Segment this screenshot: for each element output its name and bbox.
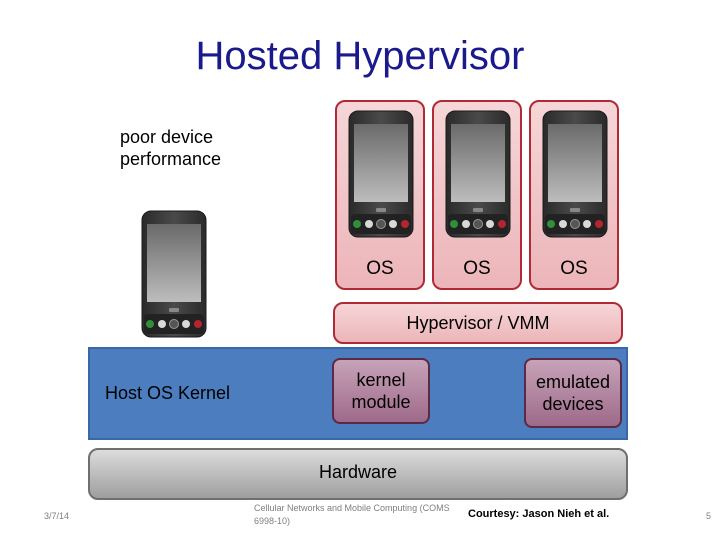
kernel-module-line-2: module xyxy=(351,392,411,412)
guest-vm-1: OS xyxy=(335,100,425,290)
emulated-devices-box: emulated devices xyxy=(524,358,622,428)
hardware-box xyxy=(88,448,628,500)
guest-os-label-3: OS xyxy=(560,258,588,279)
guest-vm-2: OS xyxy=(432,100,522,290)
host-os-kernel-label: Host OS Kernel xyxy=(105,383,231,403)
kernel-module-line-1: kernel xyxy=(356,370,406,390)
guest-os-label-1: OS xyxy=(366,258,394,279)
smartphone-icon xyxy=(445,110,511,238)
kernel-module-box: kernel module xyxy=(332,358,430,424)
smartphone-icon xyxy=(141,210,207,338)
courtesy-credit: Courtesy: Jason Nieh et al. xyxy=(468,508,610,520)
emulated-devices-line-2: devices xyxy=(542,394,604,414)
smartphone-icon xyxy=(542,110,608,238)
course-footer: Cellular Networks and Mobile Computing (… xyxy=(254,503,450,526)
hypervisor-box: Hypervisor / VMM xyxy=(333,302,623,344)
hardware-label: Hardware xyxy=(318,462,398,482)
page-title: Hosted Hypervisor xyxy=(195,34,525,78)
slide-date: 3/7/14 xyxy=(44,511,70,521)
note-line-2: performance xyxy=(120,149,222,169)
emulated-devices-line-1: emulated xyxy=(535,372,611,392)
annotation-note: poor device performance xyxy=(120,126,221,170)
note-line-1: poor device xyxy=(120,127,214,147)
page-number: 5 xyxy=(706,511,712,521)
guest-vm-3: OS xyxy=(529,100,619,290)
smartphone-icon xyxy=(348,110,414,238)
guest-os-label-2: OS xyxy=(463,258,491,279)
